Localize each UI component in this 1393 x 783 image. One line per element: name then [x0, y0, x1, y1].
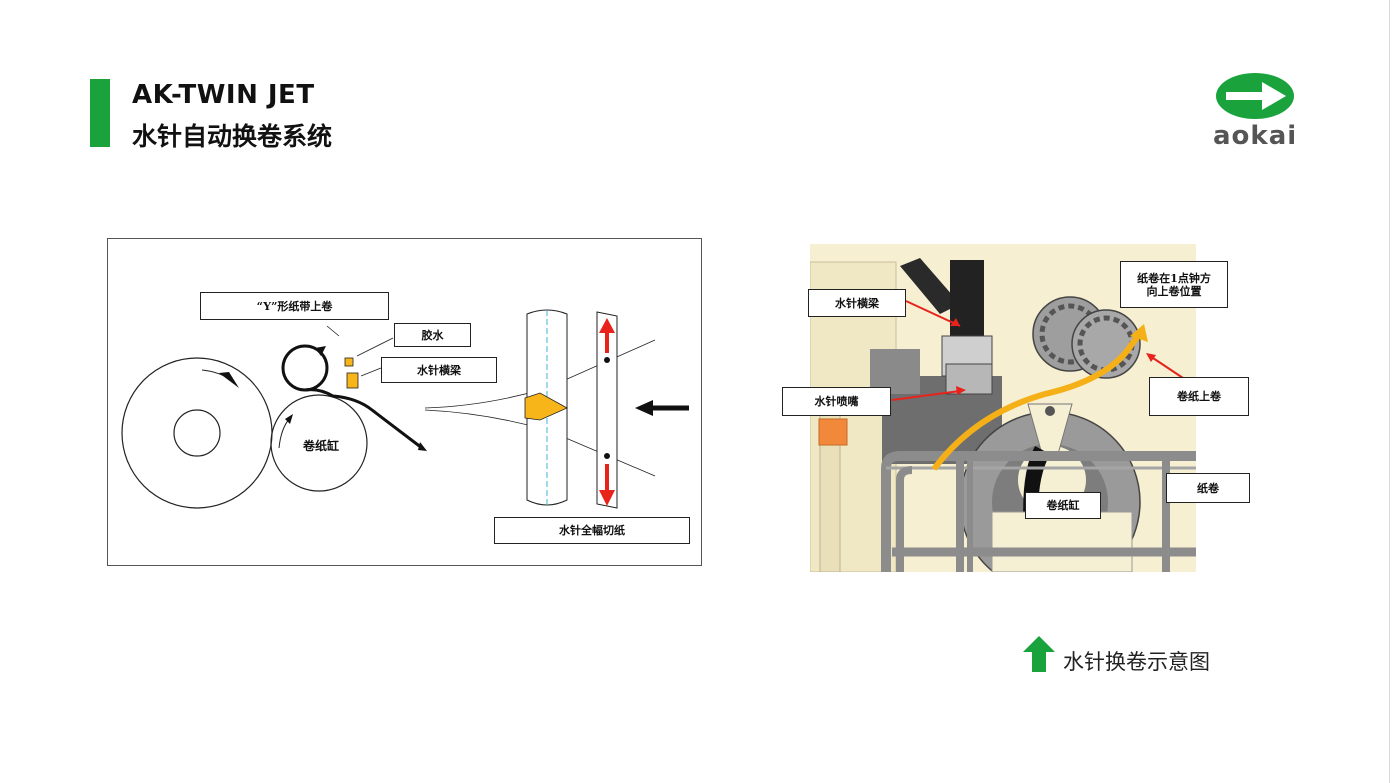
pointer-beam-head — [950, 318, 960, 326]
page-edge-line — [1389, 0, 1390, 783]
label-cut: 水针全幅切纸 — [494, 517, 690, 544]
drum-pivot — [1045, 406, 1055, 416]
cut-panel — [596, 311, 618, 509]
web-end-arrow-icon — [418, 442, 427, 451]
up-arrow-icon — [1023, 636, 1055, 672]
paper-web-path — [304, 388, 423, 450]
label-beam: 水针横梁 — [381, 357, 497, 383]
glue-nozzle — [344, 357, 354, 367]
paper-reel-core — [173, 409, 221, 457]
aokai-logo-icon — [1216, 73, 1294, 119]
core-rotation-arrow-icon — [315, 346, 326, 356]
nozzle-assembly — [945, 363, 993, 395]
drum-rotation-arrow-icon — [285, 414, 293, 424]
red-up-arrow-icon — [599, 318, 615, 333]
lower-panel — [991, 511, 1133, 572]
title-accent-bar — [90, 79, 110, 147]
orange-block — [818, 418, 848, 446]
reel-rotation-arrow-icon — [219, 372, 239, 388]
page-subtitle: 水针自动换卷系统 — [132, 122, 333, 151]
logo-text: aokai — [1213, 121, 1298, 151]
pointer-beam — [905, 300, 961, 327]
label-nozzle: 水针喷嘴 — [782, 387, 891, 416]
figure-caption: 水针换卷示意图 — [1063, 650, 1210, 674]
yellow-wedge — [524, 392, 568, 421]
logo-arrow-icon — [1226, 82, 1286, 110]
yband-pointer — [326, 325, 340, 337]
beam-arm — [900, 258, 960, 314]
water-jet-nozzle — [346, 372, 359, 389]
label-right-beam: 水针横梁 — [808, 289, 906, 317]
rail-left-post — [896, 466, 913, 572]
glue-pointer — [356, 337, 394, 357]
label-y-band: “Y”形纸带上卷 — [200, 292, 389, 320]
drum-label: 卷纸缸 — [302, 438, 339, 453]
pointer-winding-head — [1146, 353, 1156, 362]
label-position: 纸卷在1点钟方 向上卷位置 — [1120, 261, 1228, 308]
cut-point-top — [604, 357, 610, 363]
yellow-arrow-icon — [1130, 324, 1148, 342]
label-glue: 胶水 — [394, 323, 471, 347]
cut-point-bottom — [604, 453, 610, 459]
beam-motor — [950, 260, 984, 340]
pointer-nozzle — [891, 390, 961, 401]
label-roll: 纸卷 — [1166, 473, 1250, 503]
feed-left-arrow-icon — [635, 400, 653, 416]
beam-pointer — [360, 367, 382, 377]
page-title: AK-TWIN JET — [132, 80, 315, 110]
left-winding-diagram: 卷纸缸 — [107, 238, 702, 566]
pointer-winding — [1149, 355, 1187, 381]
pointer-nozzle-head — [956, 386, 966, 395]
red-down-arrow-icon — [599, 490, 615, 506]
machine-gray-block — [870, 349, 920, 394]
label-winding: 卷纸上卷 — [1149, 377, 1249, 416]
drum-circle — [270, 394, 368, 492]
label-right-drum: 卷纸缸 — [1025, 492, 1101, 519]
